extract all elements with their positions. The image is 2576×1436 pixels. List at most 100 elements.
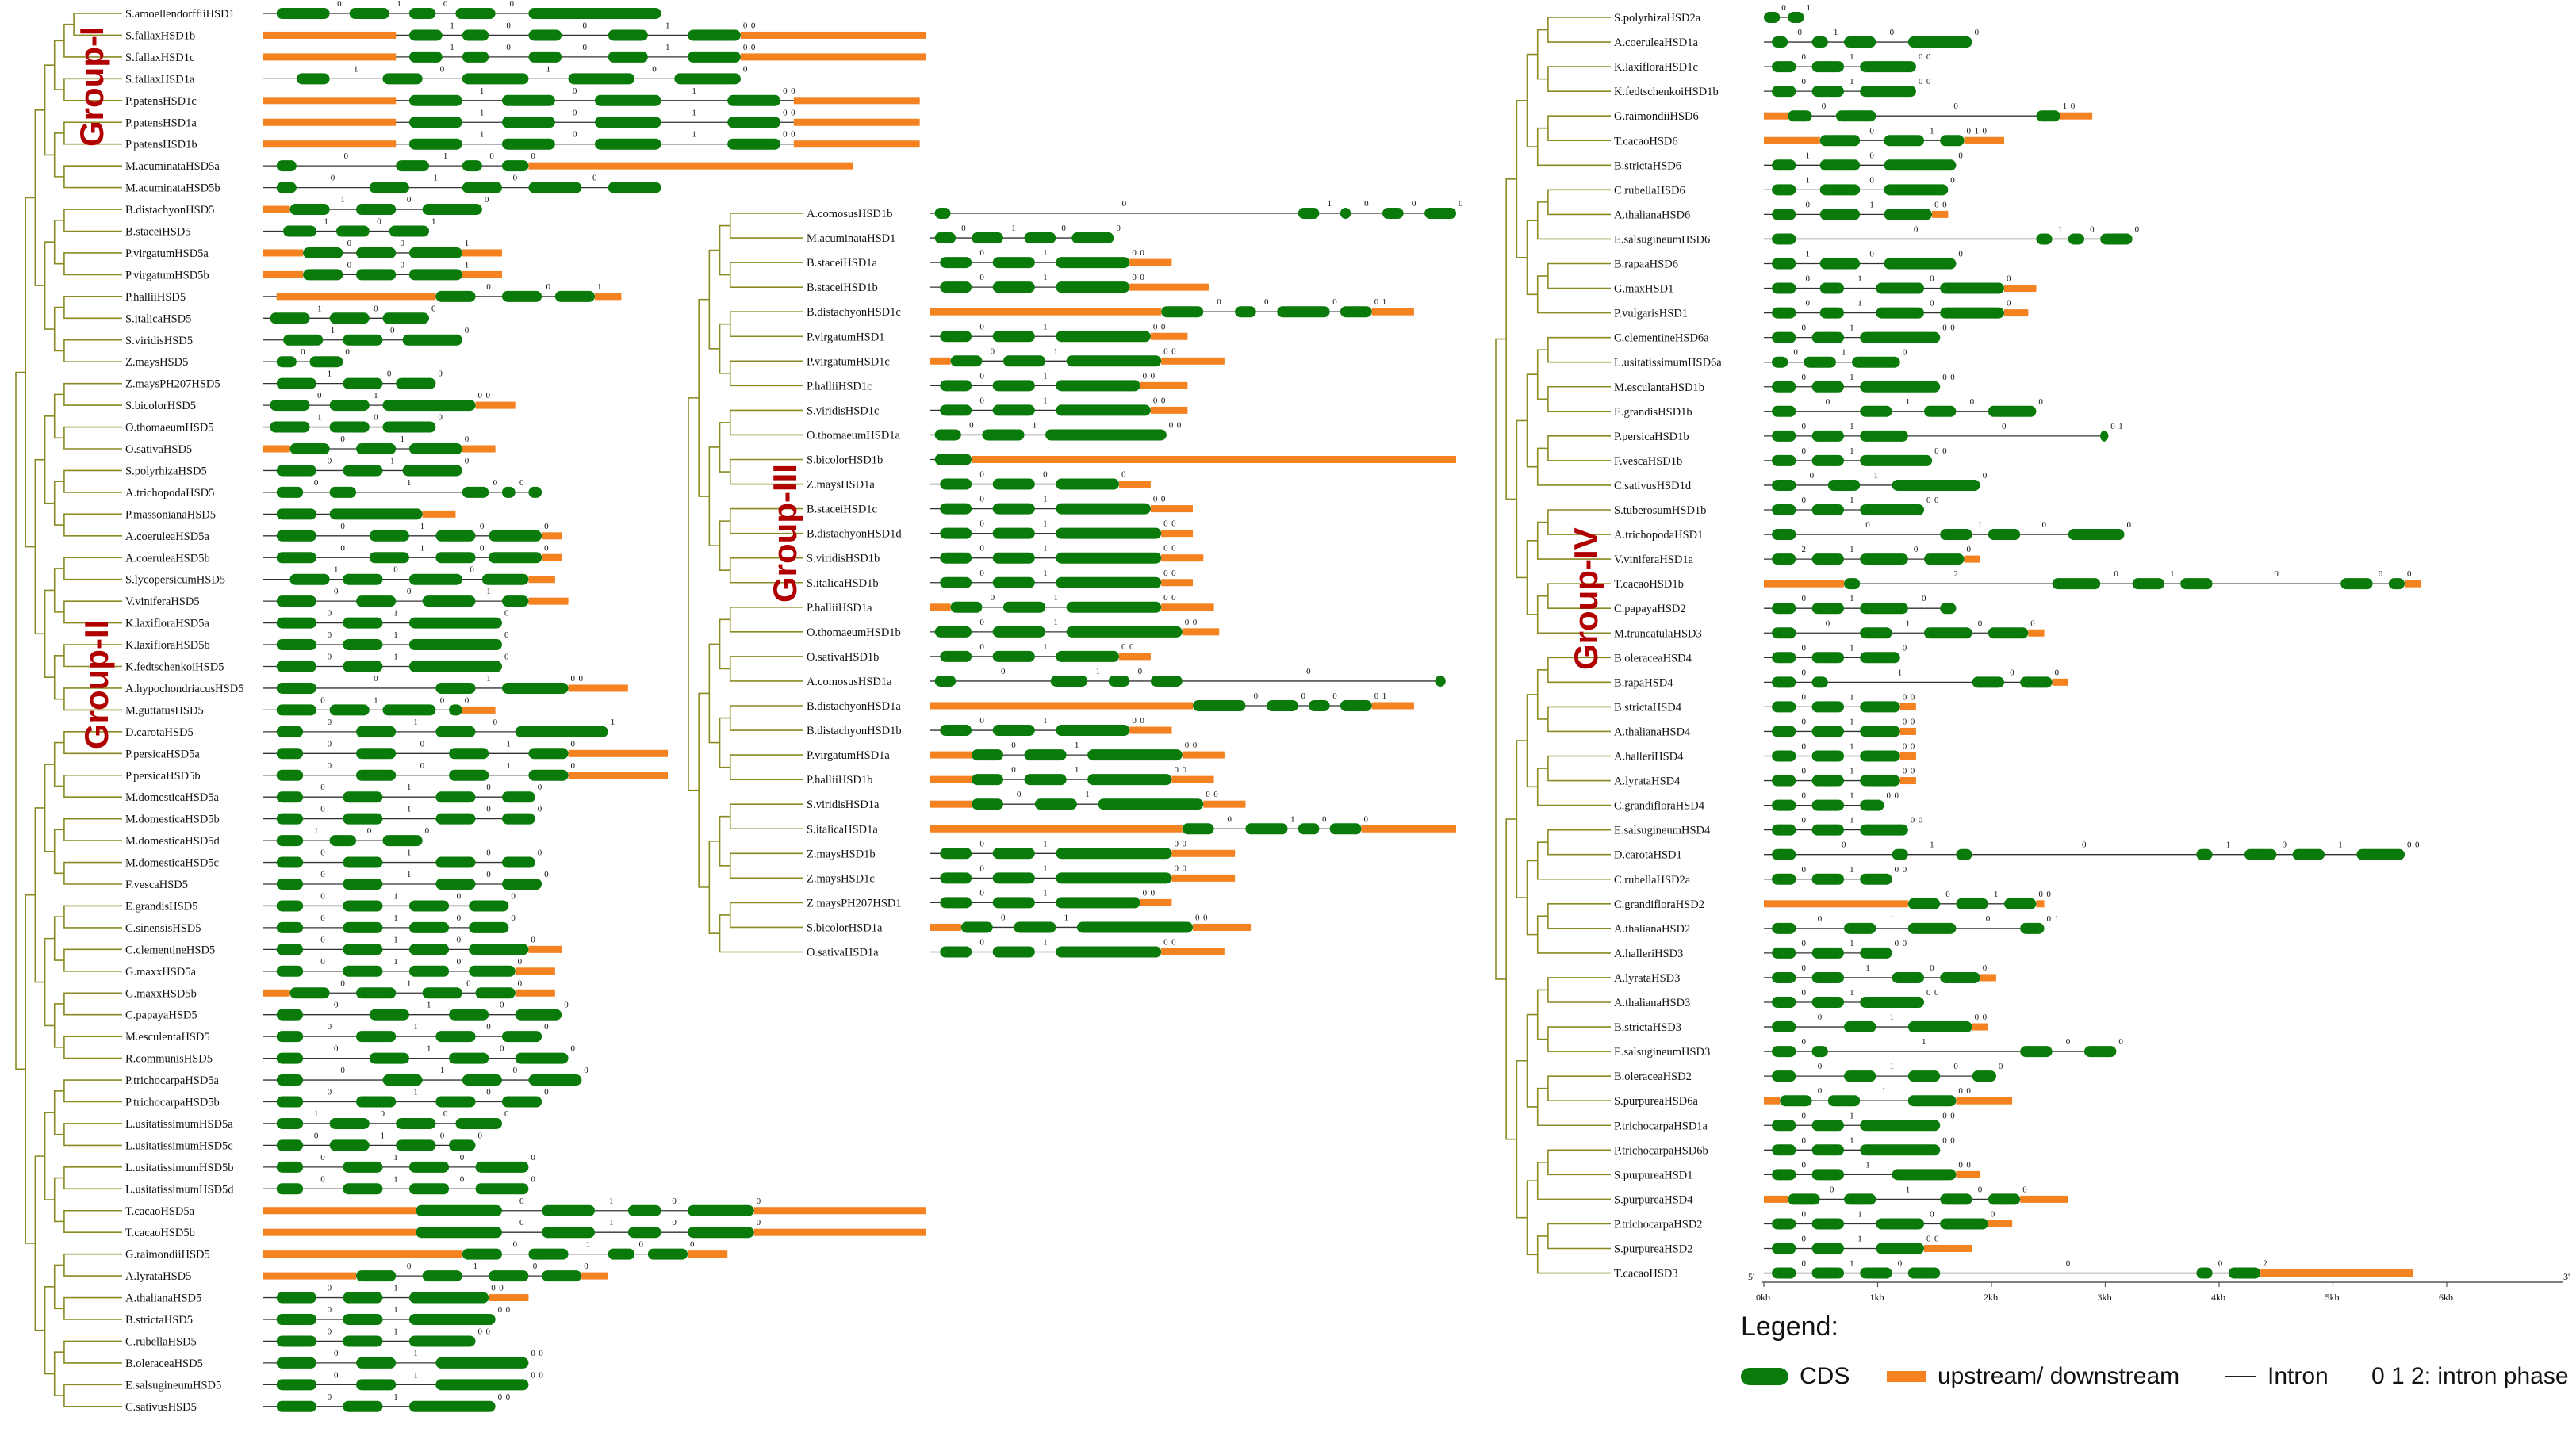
- cds-exon: [408, 138, 462, 150]
- cds-exon: [608, 182, 661, 193]
- intron-phase-label: 0: [1138, 667, 1143, 676]
- gene-name: P.virgatumHSD1: [807, 331, 884, 343]
- intron-phase-label: 0: [991, 347, 995, 356]
- tree-branch: [719, 717, 730, 768]
- gene-name: S.fallaxHSD1a: [125, 73, 195, 86]
- upstream-downstream-segment: [1161, 530, 1193, 538]
- intron-phase-label: 0: [374, 674, 378, 684]
- cds-exon: [528, 8, 661, 19]
- intron-phase-label: 0: [499, 1284, 504, 1293]
- cds-exon: [1056, 380, 1140, 392]
- cds-exon: [1056, 478, 1120, 490]
- intron-phase-label: 0: [1203, 913, 1208, 922]
- intron-phase-label: 1: [1043, 888, 1048, 898]
- cds-exon: [343, 573, 383, 585]
- upstream-downstream-segment: [2405, 580, 2421, 588]
- upstream-downstream-segment: [2020, 1195, 2068, 1203]
- intron-phase-label: 0: [500, 1044, 504, 1054]
- intron-phase-label: 0: [519, 1197, 524, 1206]
- tree-branch: [63, 1296, 122, 1320]
- intron-phase-label: 0: [1806, 299, 1811, 308]
- cds-exon: [1424, 208, 1456, 219]
- tree-branch: [63, 774, 122, 798]
- tree-branch: [1536, 275, 1611, 314]
- cds-exon: [422, 987, 462, 999]
- intron-phase-label: 0: [457, 957, 462, 967]
- cds-exon: [276, 508, 316, 520]
- intron-phase-label: 0: [465, 695, 470, 705]
- intron-phase-label: 0: [1163, 593, 1168, 603]
- gene-name: G.maxxHSD5b: [125, 987, 197, 1000]
- intron-phase-label: 0: [340, 1066, 345, 1075]
- cds-exon: [940, 725, 972, 737]
- intron-phase-label: 0: [460, 1174, 465, 1184]
- upstream-downstream-segment: [581, 1272, 608, 1280]
- tree-branch: [44, 64, 55, 156]
- upstream-downstream-segment: [1150, 406, 1188, 414]
- intron-phase-label: 0: [1161, 322, 1166, 331]
- intron-phase-label: 1: [1890, 1062, 1895, 1071]
- upstream-downstream-segment: [1161, 948, 1225, 955]
- intron-phase-label: 0: [1869, 175, 1874, 185]
- intron-phase-label: 0: [1911, 717, 1915, 726]
- cds-exon: [1772, 1267, 1796, 1279]
- cds-exon: [1340, 306, 1372, 318]
- intron-phase-label: 0: [334, 1370, 339, 1380]
- cds-exon: [276, 182, 297, 193]
- intron-phase-label: 0: [367, 826, 372, 836]
- axis-tick-label: 6kb: [2439, 1292, 2453, 1303]
- gene-name: S.italicaHSD1a: [807, 823, 878, 836]
- axis-tick-label: 5kb: [2325, 1292, 2340, 1303]
- intron-phase-label: 0: [1802, 373, 1807, 382]
- cds-exon: [1298, 208, 1320, 219]
- intron-phase-label: 0: [387, 370, 392, 379]
- gene-name: E.grandisHSD5: [125, 900, 197, 913]
- intron-phase-label: 0: [1163, 519, 1168, 529]
- cds-exon: [462, 160, 482, 172]
- intron-phase-label: 0: [1942, 1135, 1947, 1145]
- tree-branch: [1536, 768, 1611, 806]
- cds-exon: [1827, 479, 1861, 491]
- cds-exon: [1772, 356, 1788, 368]
- tree-branch: [15, 371, 26, 1070]
- tree-branch: [729, 705, 803, 731]
- cds-exon: [276, 726, 304, 737]
- cds-exon: [1788, 110, 1812, 122]
- gene-name: K.fedtschenkoiHSD1b: [1614, 86, 1719, 98]
- gene-name: Z.maysHSD5: [125, 356, 188, 369]
- cds-exon: [1772, 1243, 1796, 1254]
- intron-phase-label: 0: [539, 1370, 543, 1380]
- intron-phase-label: 1: [393, 1305, 398, 1315]
- intron-phase-label: 0: [544, 1088, 549, 1097]
- cds-exon: [727, 138, 781, 150]
- gene-name: P.trichocarpaHSD5b: [125, 1097, 220, 1109]
- cds-exon: [1811, 775, 1844, 787]
- intron-phase-label: 0: [1151, 371, 1156, 381]
- intron-phase-label: 1: [1328, 199, 1332, 209]
- upstream-downstream-segment: [1129, 258, 1172, 266]
- intron-phase-label: 0: [320, 935, 325, 944]
- upstream-downstream-segment: [1371, 308, 1414, 316]
- intron-phase-label: 0: [1171, 347, 1176, 356]
- intron-phase-label: 0: [1193, 741, 1198, 750]
- intron-phase-label: 1: [473, 1262, 478, 1271]
- intron-phase-label: 0: [498, 1392, 503, 1402]
- intron-phase-label: 0: [2046, 890, 2051, 899]
- upstream-downstream-segment: [1182, 628, 1220, 636]
- cds-exon: [408, 661, 502, 672]
- cds-exon: [1071, 232, 1114, 244]
- tree-branch: [729, 360, 803, 387]
- cds-exon: [422, 595, 476, 607]
- intron-phase-label: 0: [407, 1262, 412, 1271]
- tree-branch: [1547, 657, 1611, 684]
